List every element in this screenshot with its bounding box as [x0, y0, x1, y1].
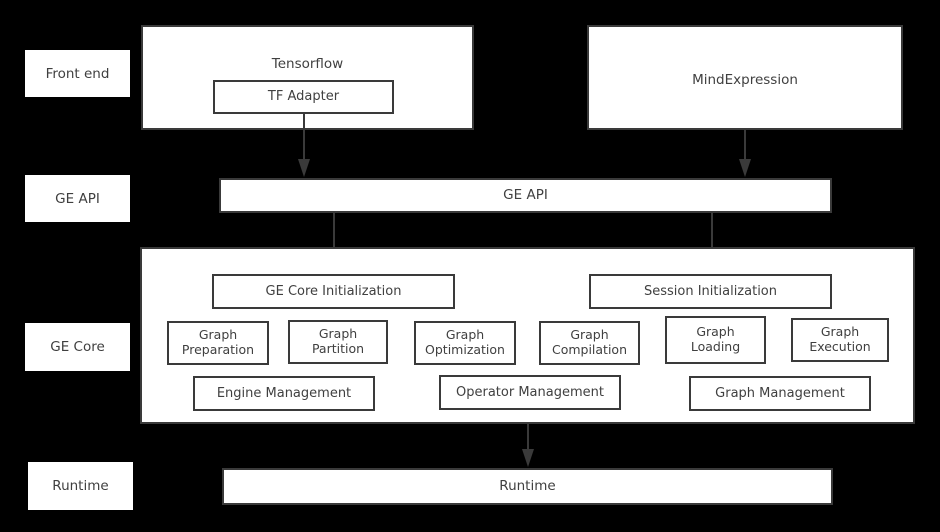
arrow-mindexpression-to-ge-api [737, 129, 753, 179]
tf-adapter-box[interactable]: TF Adapter [213, 80, 394, 114]
stage-label-ge-api: GE API [25, 175, 130, 222]
graph-compilation-box[interactable]: Graph Compilation [539, 321, 640, 365]
engine-management-box[interactable]: Engine Management [193, 376, 375, 411]
graph-optimization-box[interactable]: Graph Optimization [414, 321, 516, 365]
stage-label-runtime: Runtime [28, 462, 133, 510]
runtime-bar[interactable]: Runtime [222, 468, 833, 505]
ge-core-initialization-box[interactable]: GE Core Initialization [212, 274, 455, 309]
stage-label-ge-core: GE Core [25, 323, 130, 371]
graph-management-box[interactable]: Graph Management [689, 376, 871, 411]
arrow-tf-adapter-to-ge-api [296, 113, 312, 179]
operator-management-box[interactable]: Operator Management [439, 375, 621, 410]
session-initialization-box[interactable]: Session Initialization [589, 274, 832, 309]
graph-preparation-box[interactable]: Graph Preparation [167, 321, 269, 365]
ge-api-bar[interactable]: GE API [219, 178, 832, 213]
mindexpression-container[interactable]: MindExpression [587, 25, 903, 130]
mindexpression-title: MindExpression [692, 72, 798, 88]
graph-loading-box[interactable]: Graph Loading [665, 316, 766, 364]
arrow-ge-core-to-runtime [520, 424, 536, 469]
tensorflow-title: Tensorflow [271, 56, 344, 72]
stage-label-front-end: Front end [25, 50, 130, 97]
graph-partition-box[interactable]: Graph Partition [288, 320, 388, 364]
graph-execution-box[interactable]: Graph Execution [791, 318, 889, 362]
